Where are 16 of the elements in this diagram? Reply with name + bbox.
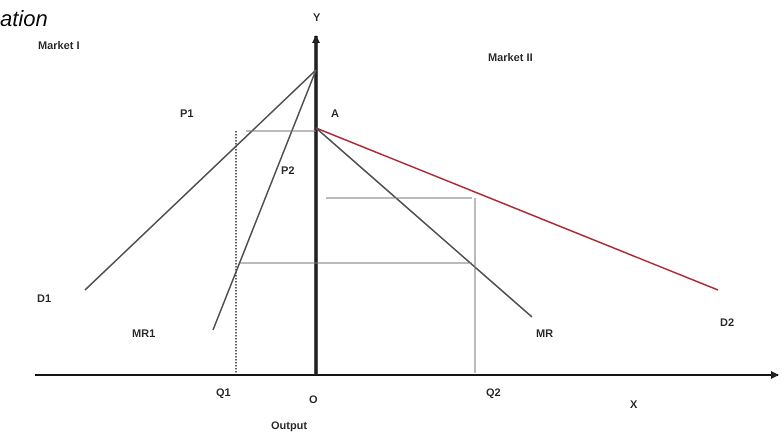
axis-label: P2 xyxy=(281,164,294,179)
axis-label: Q2 xyxy=(486,386,501,401)
axis-label: D1 xyxy=(37,292,52,307)
axis-label: O xyxy=(309,393,318,408)
axis-label: X xyxy=(630,398,638,413)
axis-label: Market I xyxy=(38,39,80,54)
axis-label: MR xyxy=(536,327,554,342)
axis-label: Q1 xyxy=(216,386,231,401)
axis-label: P1 xyxy=(180,107,194,122)
axis-label: MR1 xyxy=(132,327,156,342)
axis-label: A xyxy=(331,107,339,122)
axis-label: Y xyxy=(313,11,320,26)
axis-label: Market II xyxy=(488,51,533,66)
axis-label: Output xyxy=(271,419,308,434)
title: ation xyxy=(0,5,48,33)
axis-label: D2 xyxy=(720,316,734,331)
